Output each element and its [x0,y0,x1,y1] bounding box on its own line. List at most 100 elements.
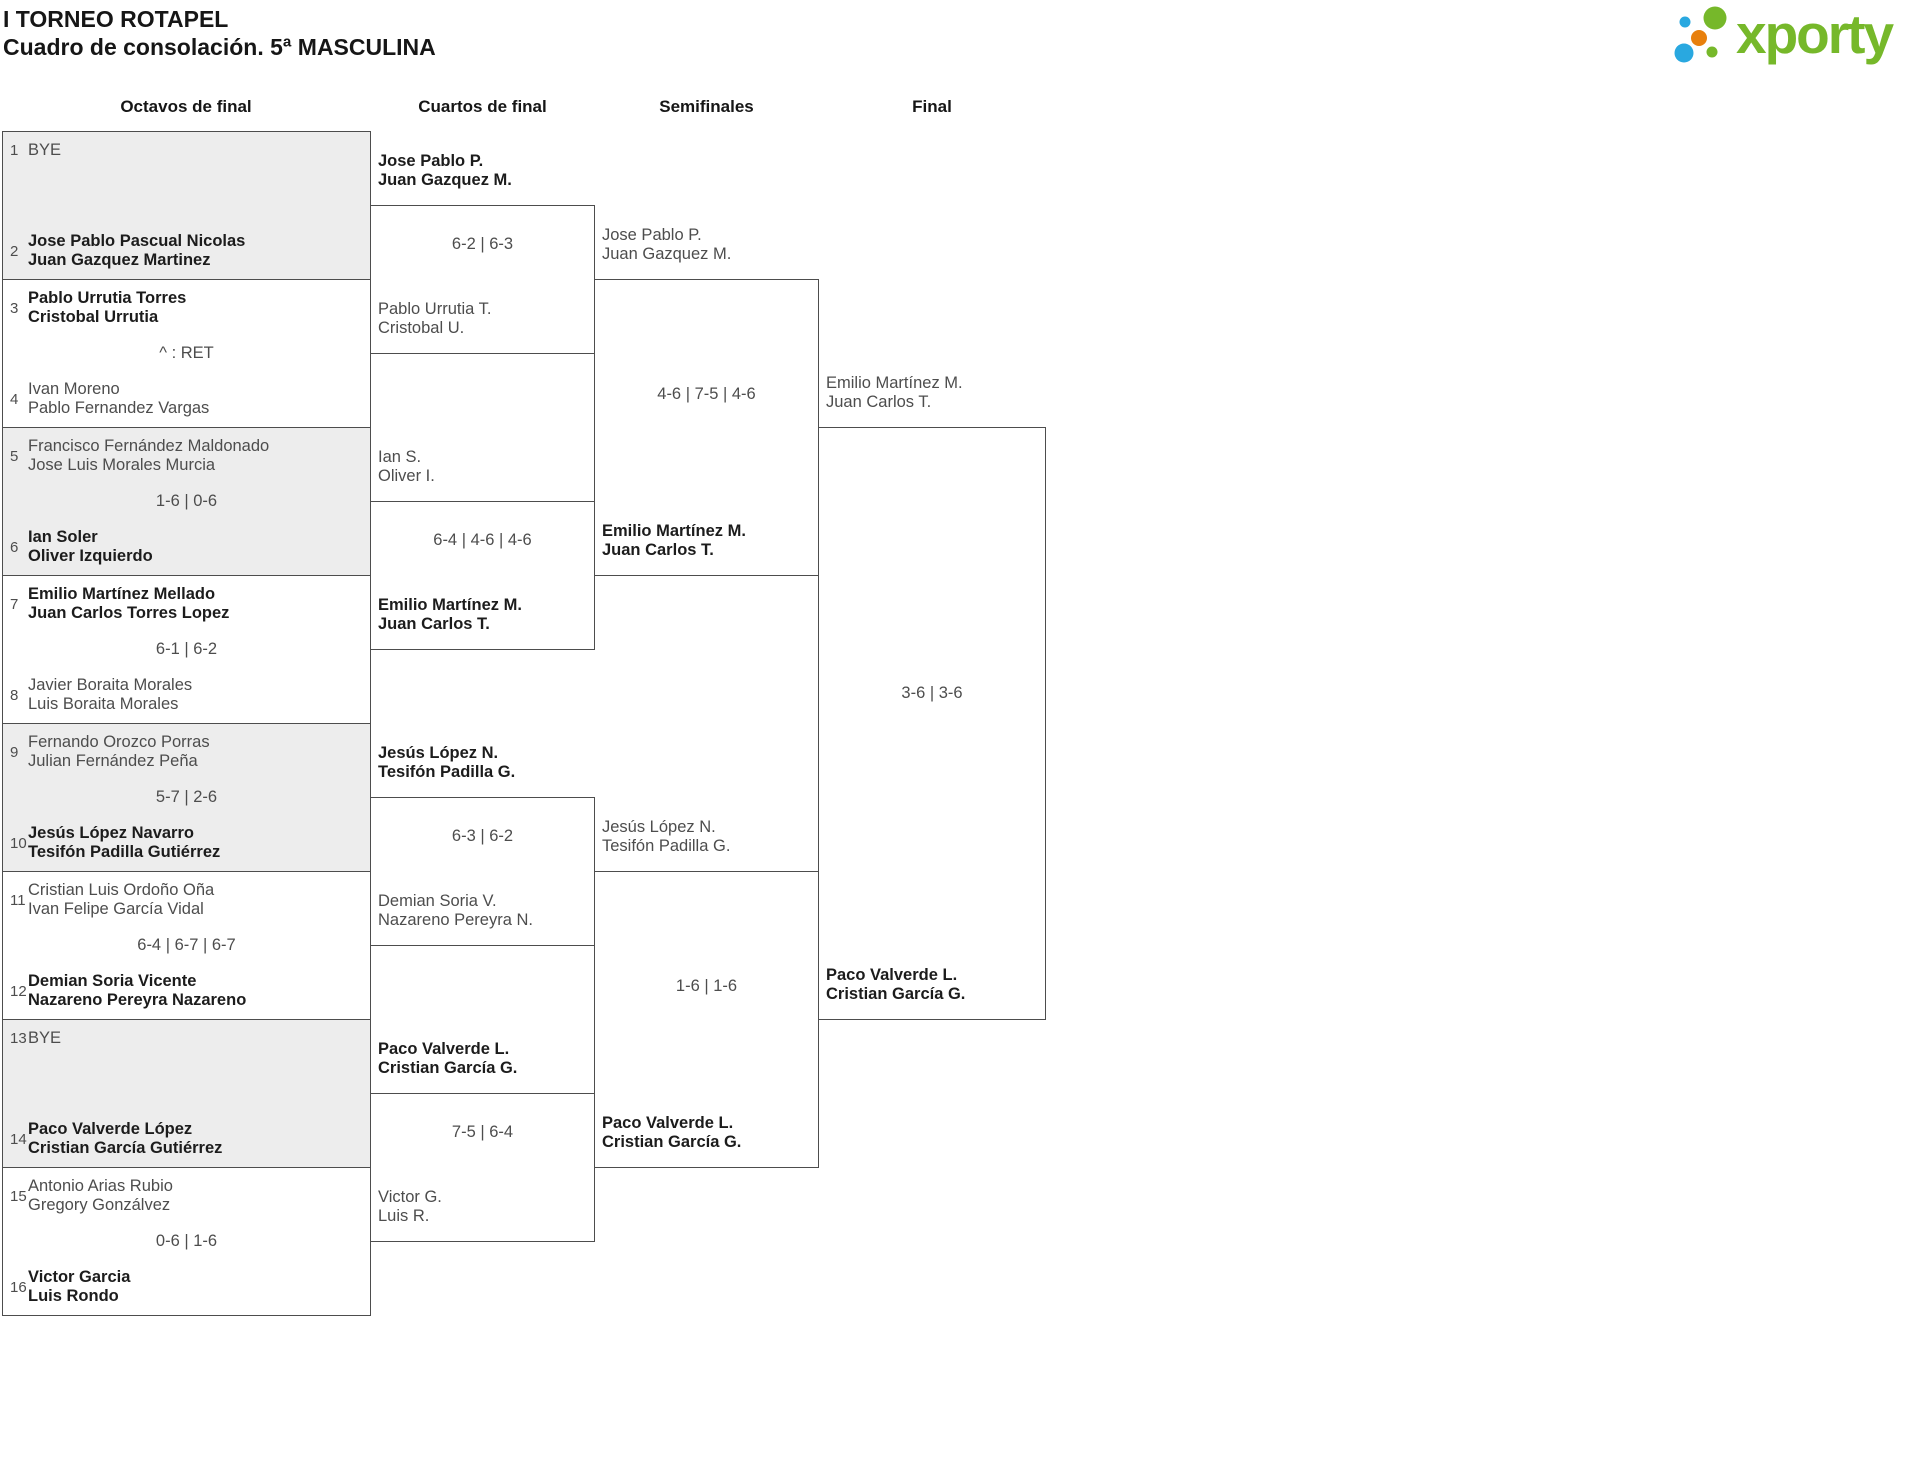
match-score: 7-5 | 6-4 [451,1123,514,1141]
xporty-dots-icon [1666,3,1730,72]
team-name: Paco Valverde L.Cristian García G. [826,966,966,1003]
seed-number: 10 [10,834,27,852]
team-name: Jesús López N.Tesifón Padilla G. [378,744,516,781]
sf-match-2: Jesús López N.Tesifón Padilla G. 1-6 | 1… [594,818,819,1168]
match-score: 3-6 | 3-6 [901,684,963,702]
seed-number: 3 [10,299,19,317]
match-score: 6-3 | 6-2 [451,827,514,845]
seed-number: 12 [10,982,27,1000]
seed-number: 5 [10,447,19,465]
qf-match-1: Jose Pablo P.Juan Gazquez M. 6-2 | 6-3 P… [370,152,595,354]
team-name: Emilio Martínez M.Juan Carlos T. [826,374,963,411]
tournament-name: I TORNEO ROTAPEL [3,6,229,32]
team-name: Emilio Martínez M.Juan Carlos T. [378,596,522,633]
seed-number: 9 [10,743,19,761]
team-name: Demian Soria V.Nazareno Pereyra N. [378,892,533,929]
match-score: ^ : RET [159,344,214,362]
qf-match-2: Ian S.Oliver I. 6-4 | 4-6 | 4-6 Emilio M… [370,448,595,650]
team-name: Jose Pablo P.Juan Gazquez M. [602,226,732,263]
draw-name: Cuadro de consolación. 5ª MASCULINA [3,34,436,60]
bracket-entry: 1 BYE [3,141,370,160]
team-name: Emilio Martínez M.Juan Carlos T. [602,522,746,559]
seed-number: 2 [10,242,19,260]
page-title: I TORNEO ROTAPEL Cuadro de consolación. … [3,5,436,61]
seed-number: 4 [10,390,19,408]
bracket-entry: 13 BYE [3,1029,370,1048]
team-name: BYE [28,141,62,159]
xporty-wordmark: xporty [1736,3,1894,65]
round-header-semifinales: Semifinales [659,97,754,116]
seed-number: 13 [10,1030,27,1047]
team-name: Paco Valverde L.Cristian García G. [602,1114,742,1151]
match-score: 6-1 | 6-2 [155,640,218,658]
team-name: Jose Pablo P.Juan Gazquez M. [378,152,512,189]
match-score: 4-6 | 7-5 | 4-6 [657,385,756,403]
team-name: Pablo Urrutia T.Cristobal U. [378,300,492,337]
team-name: Ian S.Oliver I. [378,448,435,485]
match-score: 1-6 | 1-6 [675,977,738,995]
seed-number: 6 [10,538,19,556]
seed-number: 11 [10,891,26,909]
match-score [3,187,370,206]
team-name: BYE [28,1029,62,1047]
round-header-octavos: Octavos de final [120,97,252,116]
final-match: Emilio Martínez M.Juan Carlos T. 3-6 | 3… [818,374,1046,1020]
round-header-cuartos: Cuartos de final [418,97,547,116]
match-score: 5-7 | 2-6 [155,788,218,806]
seed-number: 1 [10,142,19,159]
qf-match-4: Paco Valverde L.Cristian García G. 7-5 |… [370,1040,595,1242]
sf-match-1: Jose Pablo P.Juan Gazquez M. 4-6 | 7-5 |… [594,226,819,576]
match-score: 6-4 | 4-6 | 4-6 [433,531,532,549]
team-name: Victor G.Luis R. [378,1188,442,1225]
seed-number: 15 [10,1187,27,1205]
seed-number: 7 [10,595,19,613]
team-name: Jesús López N.Tesifón Padilla G. [602,818,731,855]
match-score: 6-4 | 6-7 | 6-7 [137,936,236,954]
match-score: 1-6 | 0-6 [155,492,218,510]
seed-number: 8 [10,686,19,704]
round-header-final: Final [912,97,952,116]
team-name: Paco Valverde L.Cristian García G. [378,1040,518,1077]
match-score: 6-2 | 6-3 [451,235,514,253]
qf-match-3: Jesús López N.Tesifón Padilla G. 6-3 | 6… [370,744,595,946]
match-score: 0-6 | 1-6 [155,1232,218,1250]
xporty-logo: xporty [1666,3,1894,72]
